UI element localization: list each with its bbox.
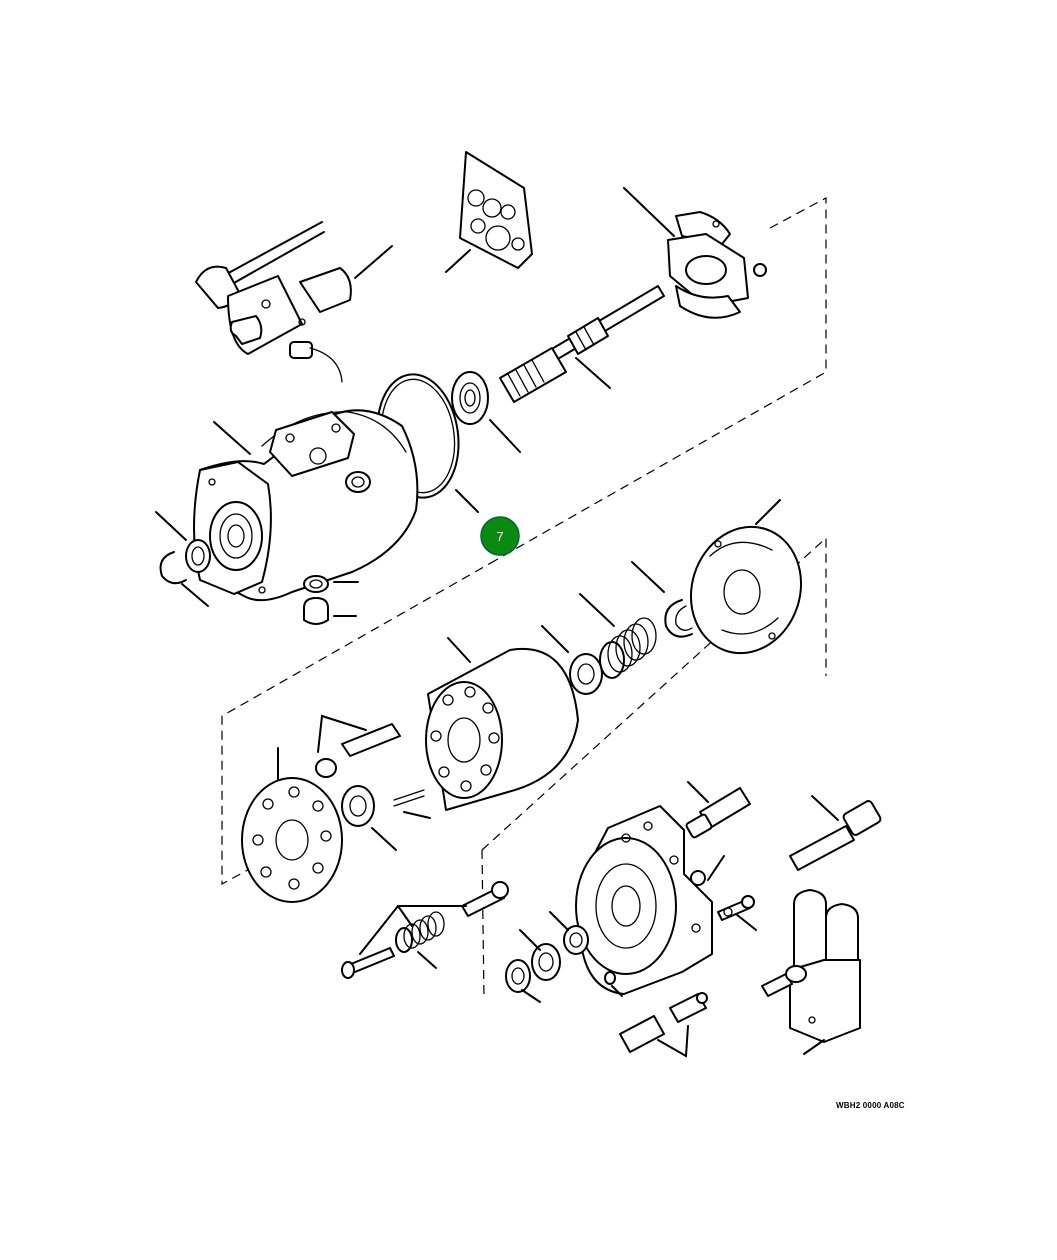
pin-plug bbox=[789, 800, 882, 871]
cylinder-barrel bbox=[425, 647, 579, 811]
relief-valve-assembly bbox=[341, 881, 509, 979]
pump-housing bbox=[193, 409, 419, 602]
small-o-ring bbox=[690, 870, 706, 886]
small-pin bbox=[604, 971, 616, 985]
leader-line bbox=[181, 583, 209, 607]
leader-line bbox=[579, 593, 615, 627]
leader-line bbox=[687, 781, 709, 803]
retainer-plate bbox=[241, 777, 343, 903]
leader-line bbox=[397, 905, 413, 927]
leader-line bbox=[735, 913, 757, 931]
shaft-seal bbox=[505, 959, 531, 993]
ball-bearing bbox=[451, 371, 489, 425]
small-screw bbox=[723, 907, 733, 917]
leader-line bbox=[611, 985, 623, 997]
drive-shaft bbox=[499, 285, 665, 403]
leader-line bbox=[811, 795, 839, 821]
leader-line bbox=[445, 249, 471, 273]
leader-line bbox=[623, 187, 675, 237]
leader-line bbox=[403, 811, 431, 819]
bushing bbox=[341, 785, 375, 827]
leader-line bbox=[354, 245, 393, 279]
port-end-cover bbox=[575, 805, 713, 995]
leader-line bbox=[455, 489, 479, 513]
retaining-ring-and-seal bbox=[159, 539, 211, 585]
bolt bbox=[717, 895, 755, 921]
leader-line bbox=[521, 989, 541, 1003]
swash-yoke bbox=[667, 211, 767, 319]
leader-line bbox=[803, 1039, 825, 1055]
solenoid-valve bbox=[761, 889, 861, 1043]
leader-line bbox=[489, 419, 521, 453]
leader-line bbox=[155, 511, 187, 541]
leader-line bbox=[755, 499, 781, 525]
leader-line bbox=[213, 421, 251, 455]
valve-cartridge bbox=[685, 787, 751, 839]
leader-line bbox=[371, 827, 397, 851]
plunger-sleeves bbox=[619, 992, 708, 1053]
callout-badge[interactable]: 7 bbox=[480, 516, 520, 556]
compression-spring bbox=[599, 617, 657, 679]
leader-line bbox=[417, 951, 437, 969]
drawing-reference-code: WBH2 0000 A08C bbox=[836, 1101, 905, 1110]
piston-set bbox=[315, 723, 425, 807]
leader-line bbox=[631, 561, 665, 593]
leader-line bbox=[657, 1025, 689, 1058]
leader-line bbox=[541, 625, 569, 653]
seal-kit-card bbox=[459, 151, 533, 269]
washer bbox=[569, 653, 603, 695]
needle-bearing bbox=[531, 943, 561, 981]
callout-label: 7 bbox=[496, 529, 503, 544]
leader-line bbox=[549, 911, 569, 931]
leader-line bbox=[519, 929, 541, 951]
leader-line bbox=[575, 357, 611, 389]
washer-small bbox=[563, 925, 589, 955]
plug-and-seal bbox=[303, 575, 329, 625]
callout-circle bbox=[480, 516, 520, 556]
leader-line bbox=[707, 855, 725, 881]
leader-line bbox=[317, 714, 367, 753]
hose-fitting-assembly bbox=[195, 221, 352, 383]
leader-line bbox=[359, 905, 467, 955]
leader-line bbox=[447, 637, 471, 663]
snap-ring bbox=[664, 599, 693, 638]
valve-plate bbox=[689, 525, 803, 655]
